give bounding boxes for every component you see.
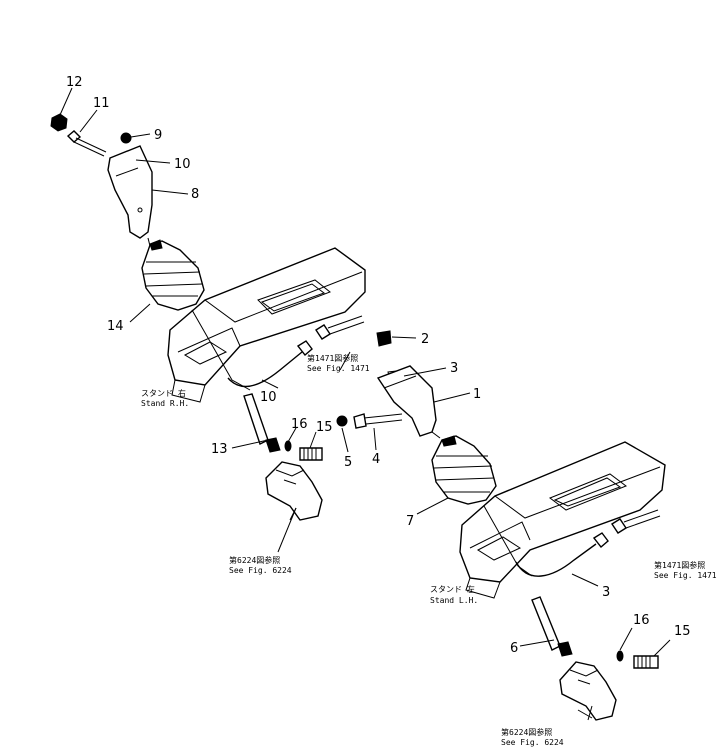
nut-12 (50, 113, 68, 132)
boot-7 (431, 435, 497, 505)
note-fig1471-upper-jp: 第1471図参照 (307, 353, 358, 363)
stand-rh-lever (50, 113, 365, 521)
note-fig6224-upper-jp: 第6224図参照 (229, 555, 280, 565)
stand-rh-console (167, 247, 366, 403)
note-fig1471-lower-jp: 第1471図参照 (654, 560, 705, 570)
callout-15-lower: 15 (674, 624, 691, 639)
rod-6 (531, 596, 561, 651)
note-fig6224-upper-en: See Fig. 6224 (229, 566, 292, 575)
boot-14 (141, 240, 205, 311)
note-fig6224-lower-jp: 第6224図参照 (501, 727, 552, 737)
callout-3-upper: 3 (450, 361, 458, 376)
bolt-15-upper (299, 447, 323, 461)
callout-2: 2 (421, 332, 429, 347)
bolt-11-head (66, 130, 82, 143)
callout-13: 13 (211, 442, 228, 457)
nut-9 (120, 132, 132, 144)
nut-2 (376, 330, 392, 347)
callout-9: 9 (154, 128, 162, 143)
callout-7: 7 (406, 514, 414, 529)
callout-16-lower: 16 (633, 613, 650, 628)
stand-lh-console (459, 441, 666, 599)
stand-lh-lever (336, 330, 661, 721)
note-fig1471-lower-en: See Fig. 1471 (654, 571, 717, 580)
callout-5: 5 (344, 455, 352, 470)
callout-12: 12 (66, 75, 83, 90)
note-stand-lh-en: Stand L.H. (430, 596, 478, 605)
callout-16-upper: 16 (291, 417, 308, 432)
harness-10 (227, 351, 303, 388)
callout-14: 14 (107, 319, 124, 334)
lever-handle-1 (376, 365, 437, 437)
callout-4: 4 (372, 452, 380, 467)
note-fig1471-upper-en: See Fig. 1471 (307, 364, 370, 373)
callout-3-lower: 3 (602, 585, 610, 600)
leader-lines (59, 87, 671, 719)
note-stand-rh-jp: スタンド 右 (141, 388, 186, 398)
callout-15-upper: 15 (316, 420, 333, 435)
reference-notes: 第1471図参照 See Fig. 1471 スタンド 右 Stand R.H.… (141, 353, 717, 747)
note-fig6224-lower-en: See Fig. 6224 (501, 738, 564, 747)
lever-handle-8 (107, 145, 153, 239)
note-stand-rh-en: Stand R.H. (141, 399, 189, 408)
nut-5 (336, 415, 348, 427)
callout-10-lower: 10 (260, 390, 277, 405)
bolt-4-head (353, 413, 367, 429)
valve-upper (265, 461, 323, 521)
harness-3 (515, 543, 597, 577)
callout-10-upper: 10 (174, 157, 191, 172)
callout-6: 6 (510, 641, 518, 656)
note-stand-lh-jp: スタンド 左 (430, 584, 475, 594)
washer-16-lower (616, 650, 624, 662)
callout-1: 1 (473, 387, 481, 402)
washer-16-upper (284, 440, 292, 452)
callout-11: 11 (93, 96, 110, 111)
callouts: 1 2 3 3 4 5 6 7 8 9 10 10 11 12 13 14 15… (66, 75, 691, 656)
valve-lower (559, 661, 617, 721)
callout-8: 8 (191, 187, 199, 202)
